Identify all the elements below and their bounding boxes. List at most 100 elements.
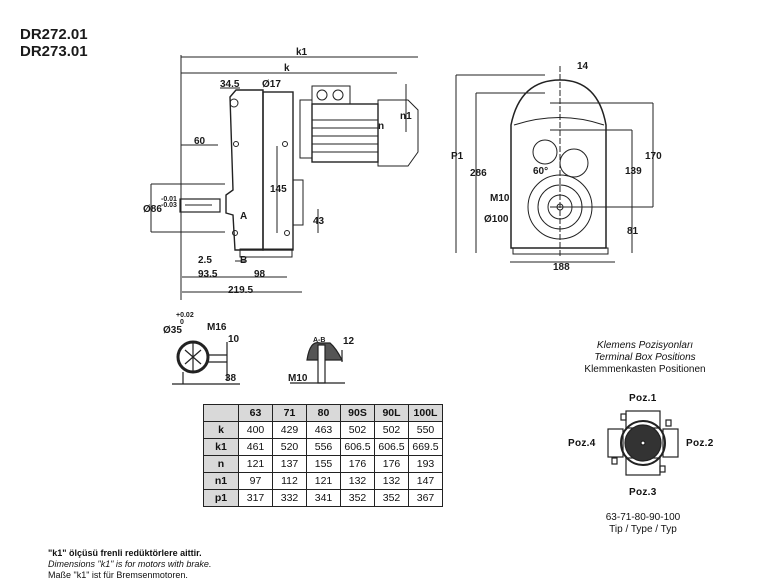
table-cell: 132 (374, 472, 409, 490)
dim-14: 14 (577, 61, 589, 72)
position-1: Poz.1 (629, 393, 657, 404)
dim-286: 286 (470, 168, 487, 179)
table-cell: 121 (306, 472, 341, 490)
table-cell: 502 (340, 421, 375, 439)
table-cell: 147 (408, 472, 443, 490)
dim-2-5: 2.5 (198, 255, 212, 266)
table-cell: 176 (374, 455, 409, 473)
position-4: Poz.4 (568, 438, 596, 449)
dim-81: 81 (627, 226, 639, 237)
shaft-detail-10: 10 (228, 334, 240, 345)
dim-flange-diameter: Ø100 (484, 214, 509, 225)
front-view-drawing (455, 66, 654, 263)
table-row: n 121 137 155 176 176 193 (203, 455, 443, 473)
shaft-tol-lower: -0.03 (161, 202, 177, 209)
section-mark-a: A (240, 211, 248, 222)
table-cell: 461 (238, 438, 273, 456)
table-cell: 121 (238, 455, 273, 473)
dim-shaft-diameter: Ø86 (143, 204, 162, 215)
dim-60: 60 (194, 136, 206, 147)
table-cell: 137 (272, 455, 307, 473)
row-label: k1 (203, 438, 239, 456)
dim-188: 188 (553, 262, 570, 273)
row-label: k (203, 421, 239, 439)
model-title-2: DR273.01 (20, 43, 88, 60)
row-label: n1 (203, 472, 239, 490)
table-cell: 367 (408, 489, 443, 507)
table-cell: 606.5 (374, 438, 409, 456)
dim-98: 98 (254, 269, 266, 280)
dim-k: k (284, 63, 290, 74)
table-cell: 550 (408, 421, 443, 439)
table-col-header: 63 (238, 404, 273, 422)
dim-139: 139 (625, 166, 642, 177)
table-cell: 317 (238, 489, 273, 507)
terminal-title-tr: Klemens Pozisyonları (596, 340, 694, 351)
table-row: n1 97 112 121 132 132 147 (203, 472, 443, 490)
table-row: k 400 429 463 502 502 550 (203, 421, 443, 439)
terminal-title-de: Klemmenkasten Positionen (584, 364, 706, 375)
table-col-header: 71 (272, 404, 307, 422)
table-cell: 429 (272, 421, 307, 439)
table-col-header: 80 (306, 404, 341, 422)
table-cell: 556 (306, 438, 341, 456)
table-col-header: 90S (340, 404, 375, 422)
row-label: n (203, 455, 239, 473)
shaft-detail-thread: M16 (207, 322, 227, 333)
shaft-detail-drawing (172, 340, 240, 385)
table-cell: 352 (374, 489, 409, 507)
dim-219-5: 219.5 (228, 285, 254, 296)
shaft-detail-38: 38 (225, 373, 237, 384)
section-label: A-B (313, 337, 326, 344)
table-cell: 400 (238, 421, 273, 439)
terminal-sizes: 63-71-80-90-100 (605, 512, 681, 523)
section-thread: M10 (288, 373, 308, 384)
table-col-header: 100L (408, 404, 443, 422)
table-header-row: 63 71 80 90S 90L 100L (203, 404, 443, 422)
note-tr: "k1" ölçüsü frenli redüktörlere aittir. (48, 548, 202, 558)
table-row: p1 317 332 341 352 352 367 (203, 489, 443, 507)
table-cell: 606.5 (340, 438, 375, 456)
table-corner (203, 404, 239, 422)
shaft-detail-tol-upper: +0.02 (176, 312, 194, 319)
terminal-box-diagram (607, 410, 679, 476)
section-mark-b: B (240, 255, 248, 266)
model-title-1: DR272.01 (20, 26, 88, 43)
table-cell: 132 (340, 472, 375, 490)
section-dim-12: 12 (343, 336, 355, 347)
table-cell: 193 (408, 455, 443, 473)
note-en: Dimensions "k1" is for motors with brake… (48, 559, 212, 569)
dim-n: n (378, 121, 385, 132)
dimension-table: 63 71 80 90S 90L 100L k 400 429 463 502 … (203, 404, 443, 507)
table-col-header: 90L (374, 404, 409, 422)
table-cell: 97 (238, 472, 273, 490)
side-view-drawing (150, 55, 419, 300)
dim-145: 145 (270, 184, 287, 195)
shaft-detail-diameter: Ø35 (163, 325, 182, 336)
row-label: p1 (203, 489, 239, 507)
dim-43: 43 (313, 216, 325, 227)
terminal-title-en: Terminal Box Positions (594, 352, 696, 363)
table-cell: 669.5 (408, 438, 443, 456)
table-cell: 341 (306, 489, 341, 507)
section-detail-drawing (290, 342, 345, 384)
table-cell: 502 (374, 421, 409, 439)
table-cell: 332 (272, 489, 307, 507)
position-2: Poz.2 (686, 438, 714, 449)
dim-bolt-hole: Ø17 (262, 79, 281, 90)
shaft-tol-upper: -0.01 (161, 196, 177, 203)
terminal-type-label: Tip / Type / Typ (609, 524, 677, 535)
table-cell: 520 (272, 438, 307, 456)
dim-p1: P1 (451, 151, 464, 162)
table-cell: 155 (306, 455, 341, 473)
table-cell: 112 (272, 472, 307, 490)
table-cell: 463 (306, 421, 341, 439)
dim-34-5: 34.5 (220, 79, 240, 90)
table-cell: 352 (340, 489, 375, 507)
table-row: k1 461 520 556 606.5 606.5 669.5 (203, 438, 443, 456)
note-de: Maße "k1" ist für Bremsenmotoren. (48, 570, 188, 580)
dim-k1: k1 (296, 47, 308, 58)
dim-n1: n1 (400, 111, 412, 122)
dim-m10: M10 (490, 193, 510, 204)
